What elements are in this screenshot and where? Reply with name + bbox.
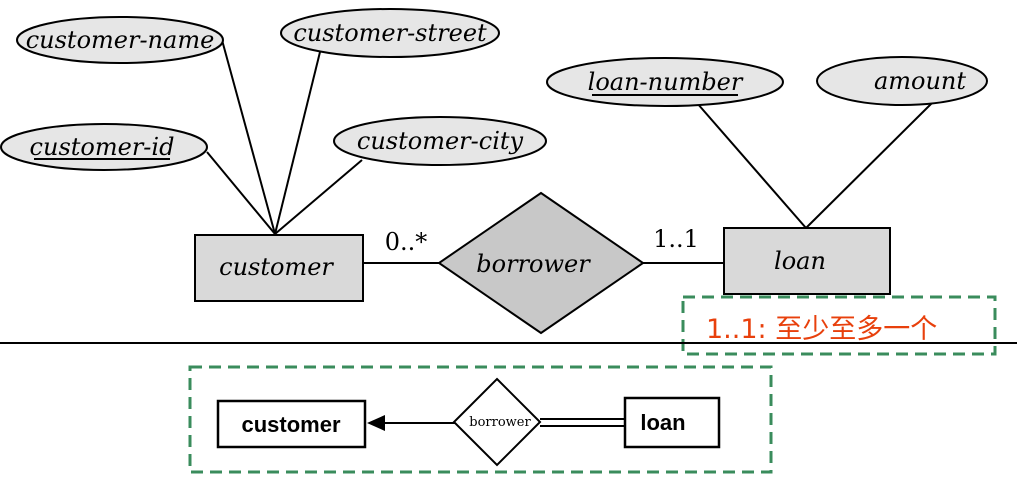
attribute-customer-city: customer-city [333,116,547,166]
entity-customer: customer [194,234,364,302]
connector-customer-street [274,51,321,235]
connector-amount [805,102,933,229]
alternative-notation-box: customer borrower loan [188,365,773,474]
attribute-customer-id: customer-id [0,123,208,171]
attribute-customer-street: customer-street [280,8,500,58]
attribute-amount-label: amount [874,67,966,95]
connector-customer-city [274,159,363,235]
total-participation-double-line [540,418,625,427]
cardinality-customer: 0..* [385,228,428,256]
relationship-borrower: borrower [437,191,645,335]
attribute-customer-street-label: customer-street [293,19,487,47]
attribute-amount: amount [816,56,988,106]
bottom-relationship-borrower-label: borrower [469,415,531,430]
bottom-entity-customer-label: customer [241,412,340,437]
bottom-entity-loan-label: loan [640,410,685,435]
entity-loan-label: loan [774,247,826,275]
attribute-loan-number-label: loan-number [588,68,744,96]
connector-customer-id [206,151,276,235]
cardinality-loan: 1..1 [653,225,699,253]
bottom-entity-customer: customer [216,399,367,449]
connector-loan-number [696,102,807,229]
bottom-relationship-borrower: borrower [452,377,542,467]
cardinality-note: 1..1: 至少至多一个 [681,295,997,356]
relationship-borrower-label: borrower [476,250,591,278]
cardinality-note-text: 1..1: 至少至多一个 [706,314,937,345]
attribute-customer-id-label: customer-id [30,133,175,161]
entity-customer-label: customer [219,253,334,281]
attribute-customer-name: customer-name [16,16,224,64]
attribute-customer-name-label: customer-name [26,26,215,54]
entity-loan: loan [723,227,891,295]
attribute-customer-city-label: customer-city [357,127,524,155]
attribute-loan-number: loan-number [546,57,784,107]
attribute-connectors [206,39,933,264]
bottom-entity-loan: loan [623,396,721,449]
connector-customer-name [221,39,276,235]
